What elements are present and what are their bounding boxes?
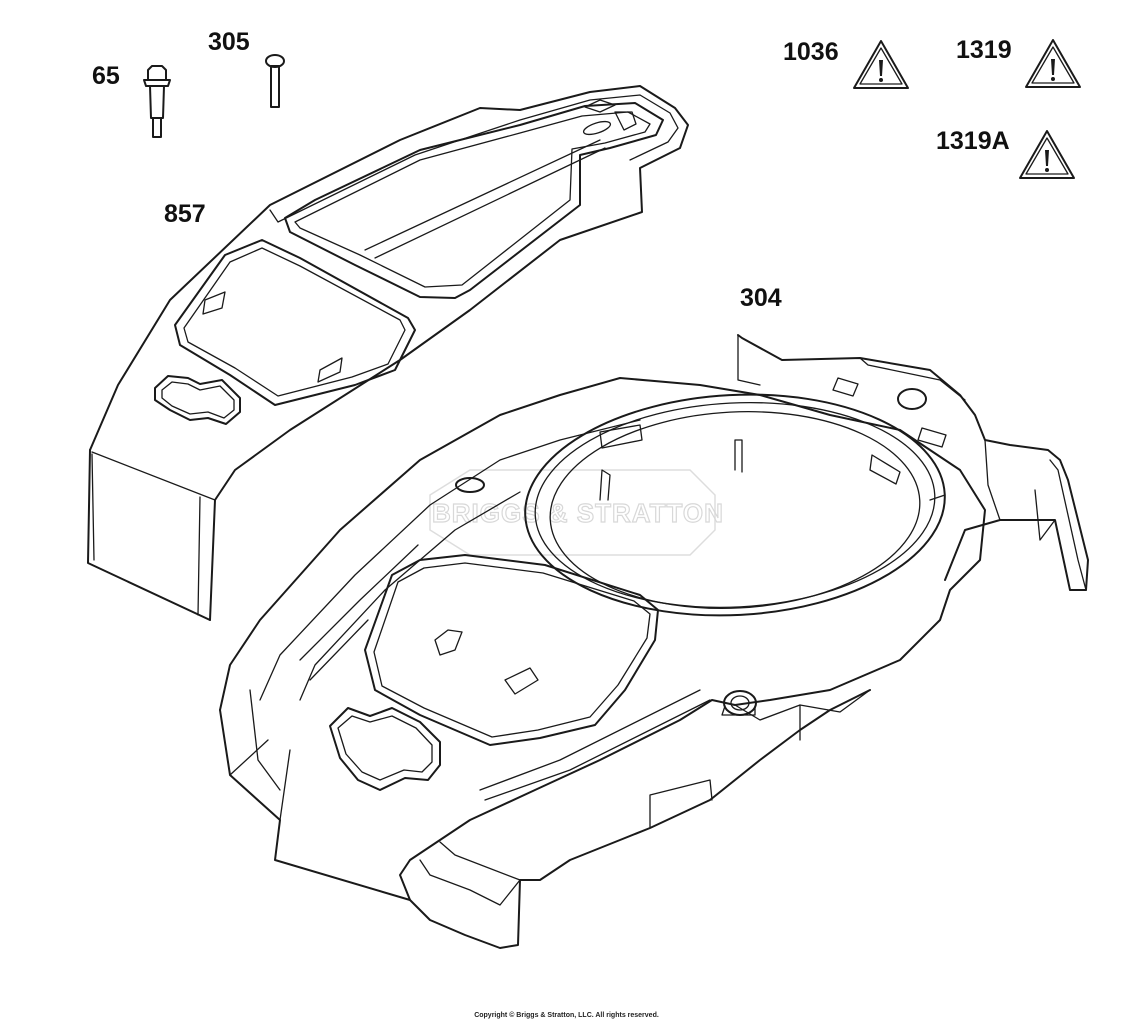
warning-triangle-icon [1019, 130, 1075, 179]
watermark-text: BRIGGS & STRATTON [432, 498, 724, 528]
warning-number-1319[interactable]: 1319 [956, 36, 1012, 64]
cover-857-drawing [87, 85, 689, 621]
part-number-65[interactable]: 65 [92, 62, 120, 90]
screw-305-drawing [265, 54, 285, 108]
warning-number-1319a[interactable]: 1319A [936, 127, 1010, 155]
warning-triangle-icon [1025, 39, 1081, 88]
part-number-857[interactable]: 857 [164, 200, 206, 228]
bolt-65-drawing [143, 65, 171, 138]
brand-watermark: BRIGGS & STRATTON [429, 469, 724, 556]
housing-304-drawing [219, 334, 1089, 949]
part-number-304[interactable]: 304 [740, 284, 782, 312]
warning-number-1036[interactable]: 1036 [783, 38, 839, 66]
copyright-footer: Copyright © Briggs & Stratton, LLC. All … [474, 1012, 659, 1019]
part-number-305[interactable]: 305 [208, 28, 250, 56]
warning-triangle-icon [853, 40, 909, 89]
